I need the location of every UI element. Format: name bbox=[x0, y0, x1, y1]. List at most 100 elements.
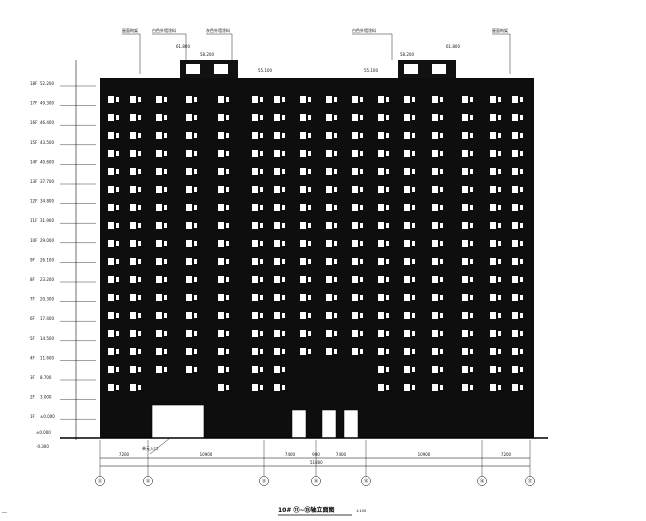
window bbox=[300, 168, 306, 175]
axis-label: ⑰ bbox=[528, 478, 533, 485]
window bbox=[252, 276, 258, 283]
window-pane bbox=[360, 241, 363, 246]
window bbox=[432, 258, 438, 265]
window bbox=[218, 186, 224, 193]
window-pane bbox=[334, 115, 337, 120]
floor-elevation: 26.100 bbox=[40, 257, 54, 262]
window bbox=[404, 168, 410, 175]
window-pane bbox=[194, 295, 197, 300]
window-pane bbox=[440, 187, 443, 192]
window bbox=[218, 168, 224, 175]
roof-note-2: 白色外墙涂料 bbox=[152, 27, 176, 33]
roof-elev-1: 61.800 bbox=[176, 44, 190, 49]
window bbox=[186, 240, 192, 247]
window bbox=[432, 366, 438, 373]
window bbox=[108, 312, 114, 319]
window-pane bbox=[520, 151, 523, 156]
window-pane bbox=[498, 313, 501, 318]
window bbox=[378, 294, 384, 301]
window-pane bbox=[260, 367, 263, 372]
window bbox=[300, 204, 306, 211]
window-pane bbox=[470, 313, 473, 318]
window-pane bbox=[334, 349, 337, 354]
window bbox=[378, 132, 384, 139]
window bbox=[186, 366, 192, 373]
window bbox=[512, 312, 518, 319]
window-pane bbox=[226, 295, 229, 300]
window bbox=[108, 114, 114, 121]
floor-elevation: 43.500 bbox=[40, 140, 54, 145]
window bbox=[108, 240, 114, 247]
window-pane bbox=[520, 259, 523, 264]
window bbox=[186, 132, 192, 139]
window bbox=[378, 348, 384, 355]
window bbox=[378, 186, 384, 193]
window bbox=[156, 330, 162, 337]
window bbox=[130, 384, 136, 391]
window-pane bbox=[386, 241, 389, 246]
window bbox=[404, 96, 410, 103]
window-pane bbox=[194, 349, 197, 354]
window-pane bbox=[470, 259, 473, 264]
window bbox=[274, 330, 280, 337]
window bbox=[156, 186, 162, 193]
window-pane bbox=[194, 367, 197, 372]
window-pane bbox=[226, 349, 229, 354]
window bbox=[130, 168, 136, 175]
window-pane bbox=[282, 277, 285, 282]
window bbox=[186, 96, 192, 103]
window-pane bbox=[116, 97, 119, 102]
window bbox=[462, 222, 468, 229]
window bbox=[186, 150, 192, 157]
window-pane bbox=[360, 313, 363, 318]
window-pane bbox=[386, 205, 389, 210]
window bbox=[432, 222, 438, 229]
window-pane bbox=[334, 277, 337, 282]
window-pane bbox=[412, 295, 415, 300]
window bbox=[108, 384, 114, 391]
lobby-door-1 bbox=[291, 409, 307, 439]
window bbox=[300, 150, 306, 157]
window bbox=[512, 330, 518, 337]
floor-elevation: 37.700 bbox=[40, 179, 54, 184]
window bbox=[108, 222, 114, 229]
window-pane bbox=[334, 313, 337, 318]
window-pane bbox=[520, 223, 523, 228]
window bbox=[490, 384, 496, 391]
window-pane bbox=[226, 259, 229, 264]
window-pane bbox=[138, 367, 141, 372]
window-pane bbox=[226, 313, 229, 318]
window bbox=[378, 168, 384, 175]
roof-louvre-2 bbox=[214, 64, 228, 74]
window-pane bbox=[440, 385, 443, 390]
window-pane bbox=[138, 187, 141, 192]
roof-louvre-4 bbox=[432, 64, 446, 74]
window-pane bbox=[498, 331, 501, 336]
floor-label: 11F bbox=[30, 218, 38, 223]
window-pane bbox=[386, 277, 389, 282]
window-pane bbox=[194, 277, 197, 282]
window bbox=[490, 294, 496, 301]
window-pane bbox=[260, 277, 263, 282]
window bbox=[512, 186, 518, 193]
window-pane bbox=[138, 385, 141, 390]
window-pane bbox=[164, 313, 167, 318]
window-pane bbox=[164, 97, 167, 102]
window-pane bbox=[498, 151, 501, 156]
window-pane bbox=[470, 169, 473, 174]
window-pane bbox=[260, 169, 263, 174]
window-pane bbox=[498, 115, 501, 120]
window bbox=[186, 276, 192, 283]
window bbox=[352, 222, 358, 229]
window-pane bbox=[226, 133, 229, 138]
window-pane bbox=[308, 331, 311, 336]
window bbox=[352, 240, 358, 247]
window-pane bbox=[498, 295, 501, 300]
roof-note-3: 灰色外墙涂料 bbox=[206, 27, 230, 33]
window-pane bbox=[226, 169, 229, 174]
window bbox=[432, 240, 438, 247]
window-pane bbox=[138, 205, 141, 210]
window bbox=[218, 312, 224, 319]
window-pane bbox=[498, 169, 501, 174]
roof-structures bbox=[180, 60, 456, 78]
